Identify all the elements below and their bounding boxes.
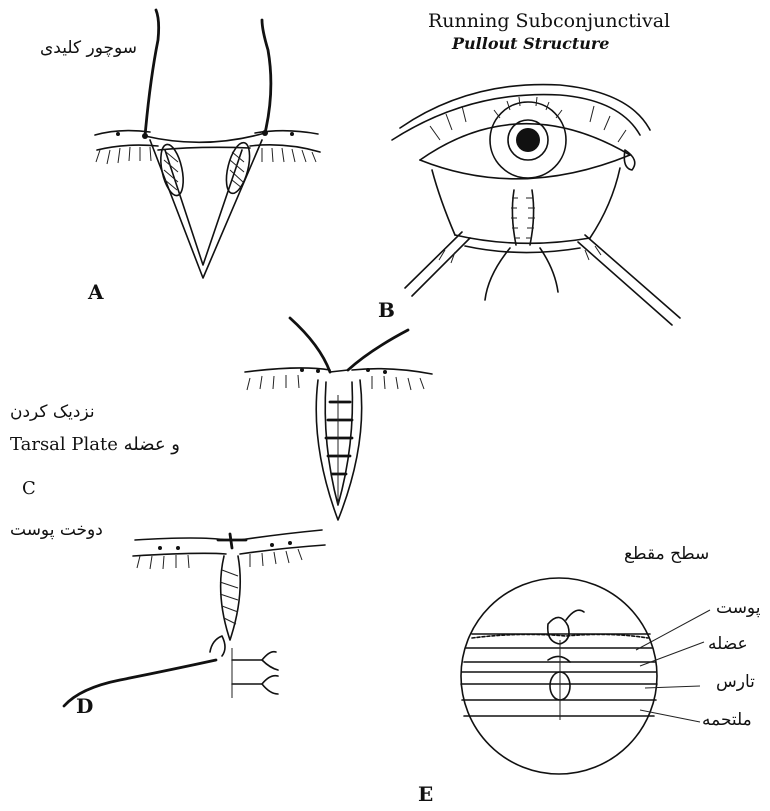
- panel-c-drawing: [245, 318, 432, 520]
- panel-e-drawing: [461, 578, 710, 774]
- panel-b-drawing: [392, 85, 680, 325]
- panel-a-drawing: [95, 10, 320, 278]
- panel-d-drawing: [64, 530, 325, 706]
